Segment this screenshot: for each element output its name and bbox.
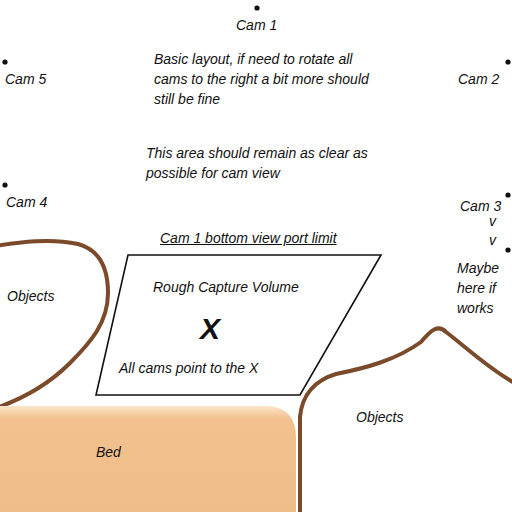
bed-area: Bed — [0, 406, 296, 512]
region-outline — [0, 238, 112, 408]
objects-region: Objects — [296, 322, 512, 512]
region-outline — [296, 322, 512, 512]
viewport-limit-note: Cam 1 bottom view port limit — [160, 228, 337, 248]
cam-dot — [505, 192, 510, 197]
down-arrow-mark: v — [489, 211, 496, 231]
cam-dot — [2, 59, 7, 64]
objects-label: Objects — [7, 286, 54, 306]
cam-dot — [2, 182, 7, 187]
region-outline — [0, 406, 296, 512]
cam-label: Cam 5 — [5, 69, 46, 89]
volume-title: Rough Capture Volume — [153, 277, 299, 297]
objects-label: Objects — [356, 407, 403, 427]
cam-label: Cam 1 — [236, 15, 277, 35]
cam-dot — [505, 59, 510, 64]
cam-dot — [505, 247, 510, 252]
target-mark: X — [200, 312, 220, 346]
objects-region: Objects — [0, 238, 112, 408]
clear-area-note: This area should remain as clear as poss… — [146, 143, 382, 183]
bed-label: Bed — [96, 442, 121, 462]
cam-label: Cam 4 — [6, 192, 47, 212]
layout-note: Basic layout, if need to rotate all cams… — [154, 49, 380, 109]
alt-position-note: Maybe here if works — [457, 258, 509, 318]
cam-dot — [254, 5, 259, 10]
down-arrow-mark: v — [489, 230, 496, 250]
volume-note: All cams point to the X — [119, 358, 258, 378]
cam-label: Cam 2 — [458, 69, 499, 89]
